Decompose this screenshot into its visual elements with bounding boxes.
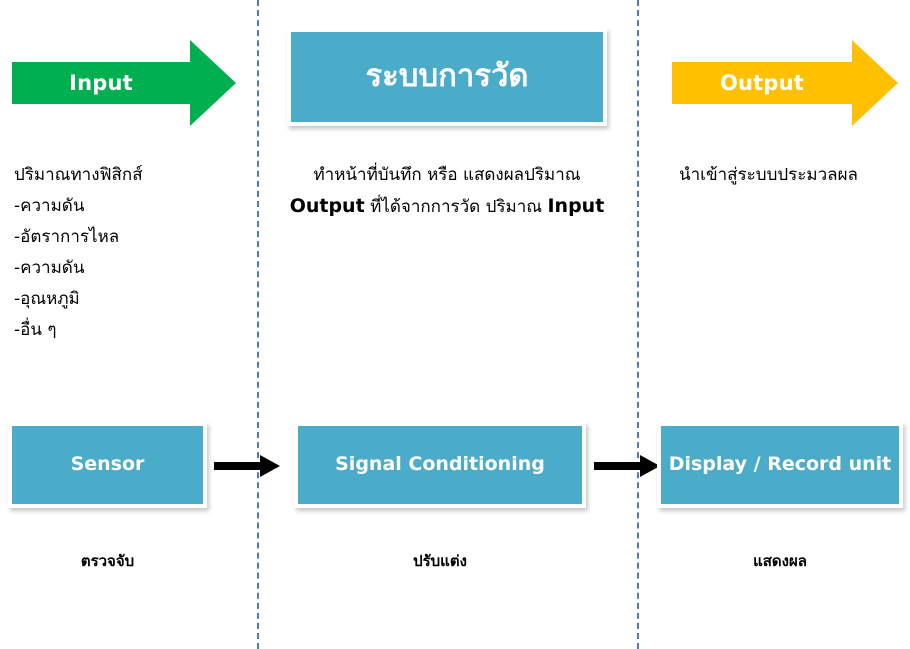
output-arrow-label: Output [719, 71, 805, 95]
signal-conditioning-caption: ปรับแต่ง [413, 552, 467, 570]
sensor-box-label: Sensor [70, 453, 145, 476]
input-description-line: -ความดัน [14, 196, 85, 216]
measurement-system-box-label: ระบบการวัด [365, 58, 529, 95]
input-description-line: -ความดัน [14, 258, 85, 278]
output-arrow [672, 40, 898, 126]
system-description-output-term: Output [289, 195, 365, 217]
input-description-line: -อุณหภูมิ [14, 289, 80, 309]
input-arrow [12, 40, 236, 126]
output-description-text: นำเข้าสู่ระบบประมวลผล [679, 160, 858, 191]
signal-conditioning-box-label: Signal Conditioning [335, 453, 545, 476]
display-record-unit-box-label: Display / Record unit [668, 453, 892, 476]
input-description-line: -อัตราการไหล [14, 227, 120, 247]
column-divider-right [637, 0, 639, 649]
input-description-list: ปริมาณทางฟิสิกส์ -ความดัน -อัตราการไหล -… [14, 160, 143, 346]
input-description-line: ปริมาณทางฟิสิกส์ [14, 165, 143, 185]
sensor-caption: ตรวจจับ [80, 552, 135, 570]
input-description-line: -อื่น ๆ [14, 320, 57, 340]
display-record-unit-box: Display / Record unit [657, 422, 903, 508]
system-description-line-2: Output ที่ได้จากการวัด ปริมาณ Input [267, 191, 627, 223]
output-description-line: นำเข้าสู่ระบบประมวลผล [679, 165, 858, 185]
system-description-input-term: Input [547, 195, 605, 217]
signal-conditioning-box: Signal Conditioning [294, 422, 586, 508]
column-divider-left [257, 0, 259, 649]
system-description-line-1: ทำหน้าที่บันทึก หรือ แสดงผลปริมาณ [313, 165, 581, 185]
system-description-paragraph: ทำหน้าที่บันทึก หรือ แสดงผลปริมาณ Output… [267, 160, 627, 223]
sensor-to-signal-arrow [214, 455, 280, 477]
sensor-box: Sensor [8, 422, 207, 508]
system-description-middle-text: ที่ได้จากการวัด ปริมาณ [364, 197, 548, 217]
measurement-system-box: ระบบการวัด [287, 28, 607, 126]
input-arrow-label: Input [69, 71, 133, 95]
display-record-unit-caption: แสดงผล [753, 552, 807, 570]
signal-to-display-arrow [594, 455, 660, 477]
